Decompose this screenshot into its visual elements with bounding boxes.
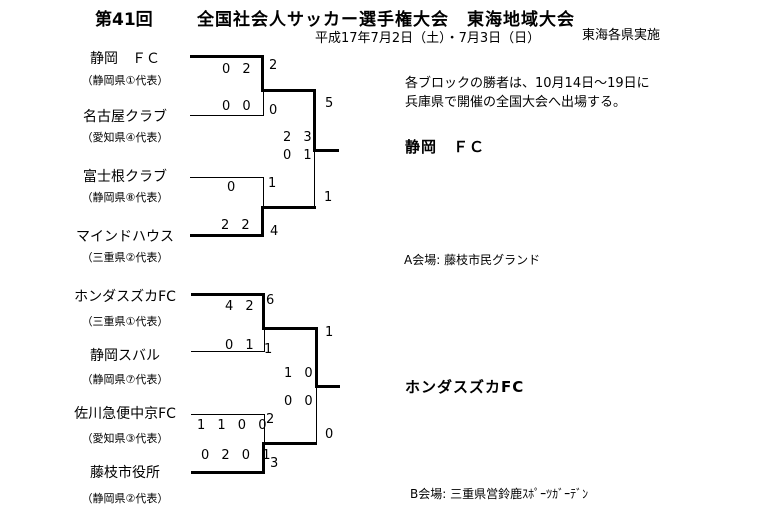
team-name-shizuoka-fc: 静岡 ＦＣ [90, 51, 160, 67]
team-name-mindhouse: マインドハウス [76, 229, 174, 245]
bracket-connector [264, 414, 265, 444]
bracket-line-champion [315, 385, 340, 388]
team-name-nagoya-club: 名古屋クラブ [83, 109, 167, 125]
bracket-line-loser [191, 351, 265, 352]
team-rep: （静岡県①代表） [81, 74, 169, 87]
score-halves: 0 2 0 1 [201, 448, 275, 463]
page-title: 全国社会人サッカー選手権大会 東海地域大会 [197, 10, 575, 30]
bracket-line-loser [190, 177, 264, 178]
score-halves: 1 0 [284, 366, 317, 381]
bracket-line-winner [190, 55, 264, 58]
bracket-connector [262, 442, 265, 474]
team-rep: （愛知県③代表） [81, 432, 169, 445]
bracket-line-winner [261, 89, 316, 92]
team-name-fujine-club: 富士根クラブ [83, 169, 167, 185]
score-total: 4 [270, 224, 279, 239]
score-total: 1 [264, 342, 273, 357]
team-name-shizuoka-subaru: 静岡スバル [90, 348, 160, 364]
score-halves: 2 2 [221, 218, 254, 233]
bracket-connector [261, 206, 264, 237]
tournament-dates: 平成17年7月2日（土）・7月3日（日） [315, 31, 541, 46]
bracket-line-winner [191, 471, 265, 474]
score-total: 1 [325, 325, 334, 340]
team-rep: （静岡県②代表） [81, 492, 169, 505]
bracket-connector [315, 327, 318, 388]
score-total: 0 [325, 427, 334, 442]
venue-b-label: B会場: 三重県営鈴鹿ｽﾎﾟｰﾂｶﾞｰﾃﾞﾝ [410, 487, 589, 501]
bracket-connector [261, 55, 264, 92]
score-halves: 0 1 [225, 338, 258, 353]
block-a-winner: 静岡 ＦＣ [405, 138, 486, 156]
score-halves: 4 2 [225, 299, 258, 314]
advancement-note-line1: 各ブロックの勝者は、10月14日～19日に [405, 76, 650, 91]
score-total: 2 [266, 412, 275, 427]
score-total: 6 [266, 293, 275, 308]
score-halves: 0 0 [222, 99, 255, 114]
score-halves: 2 3 [283, 130, 316, 145]
team-name-fujieda-city: 藤枝市役所 [90, 465, 160, 481]
block-b-winner: ホンダスズカFC [405, 378, 525, 396]
bracket-connector [264, 330, 265, 352]
score-halves: 0 [227, 180, 240, 195]
score-halves: 0 2 [222, 62, 255, 77]
score-halves: 1 1 0 0 [197, 418, 271, 433]
team-name-sagawa-chukyo: 佐川急便中京FC [74, 406, 176, 422]
score-total: 0 [269, 103, 278, 118]
bracket-line-champion [313, 149, 339, 152]
score-total: 3 [270, 456, 279, 471]
bracket-line-winner [262, 327, 317, 330]
team-name-honda-suzuka: ホンダスズカFC [74, 289, 176, 305]
bracket-line-winner [191, 293, 265, 296]
bracket-connector [262, 293, 265, 330]
bracket-line-winner [262, 442, 317, 445]
bracket-line-winner [261, 206, 316, 209]
host-prefectures-note: 東海各県実施 [582, 28, 661, 43]
score-halves: 0 0 [284, 394, 317, 409]
tournament-edition: 第41回 [95, 10, 153, 30]
bracket-line-loser [191, 414, 265, 415]
advancement-note-line2: 兵庫県で開催の全国大会へ出場する。 [405, 95, 627, 110]
bracket-connector [316, 388, 317, 445]
bracket-line-winner [190, 234, 264, 237]
score-total: 1 [268, 176, 277, 191]
bracket-connector [263, 92, 264, 116]
score-total: 5 [325, 96, 334, 111]
team-rep: （静岡県⑧代表） [81, 191, 169, 204]
score-total: 2 [269, 58, 278, 73]
bracket-connector [313, 89, 316, 152]
team-rep: （静岡県⑦代表） [81, 373, 169, 386]
team-rep: （愛知県④代表） [81, 131, 169, 144]
team-rep: （三重県①代表） [81, 315, 169, 328]
bracket-connector [263, 177, 264, 208]
bracket-connector [314, 152, 315, 209]
bracket-line-loser [190, 115, 264, 116]
venue-a-label: A会場: 藤枝市民グランド [404, 253, 541, 267]
score-halves: 0 1 [283, 148, 316, 163]
score-total: 1 [324, 190, 333, 205]
team-rep: （三重県②代表） [81, 251, 169, 264]
